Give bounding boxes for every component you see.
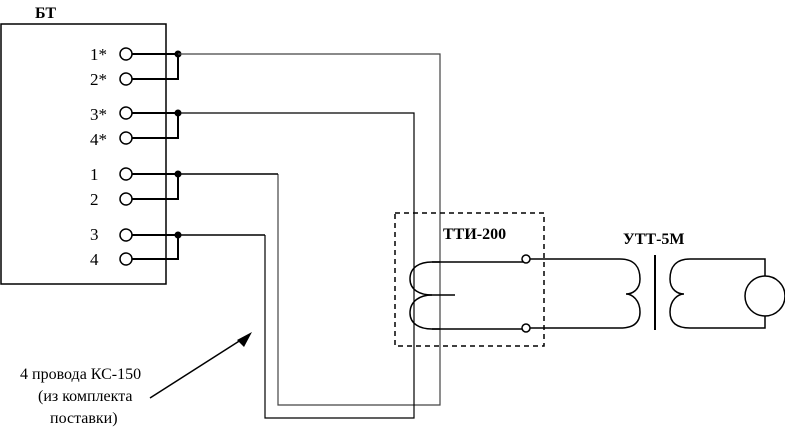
terminal-4 [119,252,133,266]
terminal-label-4-star: 4* [90,130,107,149]
tti-coil [409,261,526,330]
terminal-label-1-star: 1* [90,45,107,64]
block-title: БТ [35,5,56,22]
terminal-1-star [119,47,133,61]
terminal-3-star [119,106,133,120]
terminal-label-4: 4 [90,250,99,269]
terminal-jumpers [132,53,179,260]
terminal-4-star [119,131,133,145]
terminal-2 [119,192,133,206]
terminal-label-3: 3 [90,225,99,244]
tti-terminal-top [521,254,531,264]
tti-utt-wires [530,258,620,329]
note-line-2: (из комплекта [38,388,133,405]
tti-box [394,212,545,347]
utt-title: УТТ-5М [623,231,685,248]
note-arrow [149,332,252,399]
terminal-label-2: 2 [90,190,99,209]
terminal-label-2-star: 2* [90,70,107,89]
terminal-label-1: 1 [90,165,99,184]
note-line-3: поставки) [50,410,118,427]
meter-icon [744,275,785,317]
terminal-3 [119,228,133,242]
tti-title: ТТИ-200 [443,226,506,243]
terminal-label-3-star: 3* [90,105,107,124]
note-line-1: 4 провода КС-150 [20,366,141,383]
terminal-1 [119,167,133,181]
wire-3-star [178,112,415,419]
bt-block [0,23,167,285]
wire-1-star [178,53,441,406]
terminal-2-star [119,72,133,86]
tti-terminal-bottom [521,323,531,333]
utt-transformer [619,255,766,330]
cable-wires [178,53,441,419]
